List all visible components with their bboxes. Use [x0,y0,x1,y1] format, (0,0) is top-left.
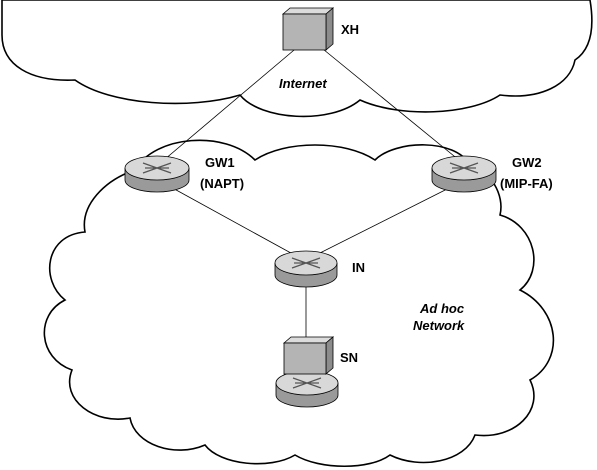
xh-label: XH [341,22,359,37]
gw2-sublabel: (MIP-FA) [500,176,553,191]
link-gw1-in [157,179,301,259]
internet-cloud [1,0,593,118]
in-router-icon [274,250,338,288]
link-xh-gw1 [157,44,301,166]
sn-router-icon [275,370,339,408]
sn-label: SN [340,350,358,365]
adhoc-cloud [43,139,555,467]
gw2-router-icon [431,155,497,193]
gw2-label: GW2 [512,155,542,170]
adhoc-cloud-label-1: Ad hoc [419,301,465,316]
gw1-router-icon [124,155,190,193]
in-label: IN [352,260,365,275]
sn-host-box-icon [282,336,335,375]
gw1-label: GW1 [205,155,235,170]
internet-cloud-label: Internet [279,76,327,91]
xh-host-box-icon [281,7,335,51]
adhoc-cloud-label-2: Network [413,318,465,333]
link-xh-gw2 [317,44,466,166]
link-gw2-in [309,179,466,259]
gw1-sublabel: (NAPT) [200,176,244,191]
